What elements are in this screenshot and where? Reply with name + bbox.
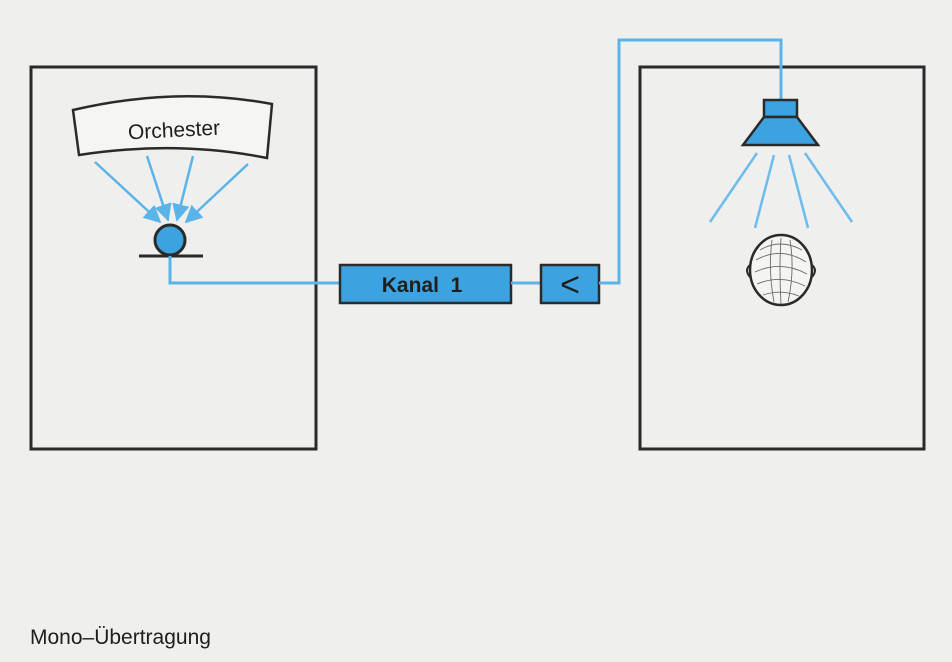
signal-line-mic-to-channel	[168, 256, 340, 285]
caption: Mono–Übertragung	[30, 626, 211, 649]
amplifier-symbol: <	[560, 266, 580, 304]
listener-head-icon	[746, 233, 816, 307]
sound-rays-from-speaker	[708, 152, 854, 229]
microphone-icon	[139, 223, 203, 258]
signal-line-amp-to-speaker	[599, 38, 783, 285]
amplifier-box: <	[539, 263, 601, 305]
recording-room	[29, 65, 318, 451]
orchestra-label: Orchester	[127, 117, 220, 145]
loudspeaker-icon	[740, 98, 821, 147]
channel-label: Kanal 1	[382, 274, 463, 297]
channel-box: Kanal 1	[338, 263, 513, 305]
orchestra: Orchester	[71, 95, 274, 160]
sound-arrows-to-mic	[94, 155, 249, 224]
